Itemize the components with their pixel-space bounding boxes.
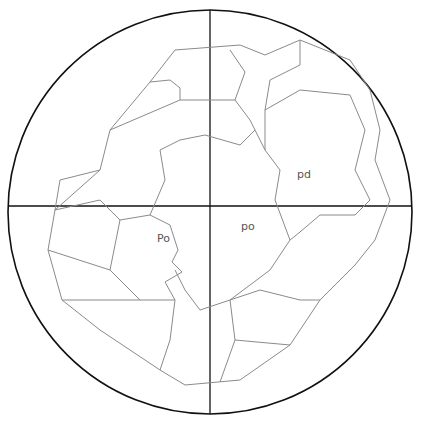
aggregate-boundary (48, 40, 390, 385)
crosshair-horizontal (8, 205, 412, 206)
grain-outlines (48, 40, 390, 385)
mineral-label: po (240, 220, 256, 233)
grain-outline (160, 130, 290, 310)
grain-outline (110, 50, 245, 130)
crosshair-vertical (209, 10, 210, 414)
grain-outline (235, 90, 370, 240)
grain-outline (265, 40, 300, 110)
grain-outline (110, 215, 182, 300)
grain-outline (220, 290, 320, 382)
grain-outline (115, 150, 165, 245)
field-circle (8, 10, 412, 414)
mineral-label: Po (156, 232, 171, 245)
mineral-label: pd (296, 168, 312, 181)
grain-outline (48, 200, 175, 370)
grain-outline (55, 170, 100, 210)
